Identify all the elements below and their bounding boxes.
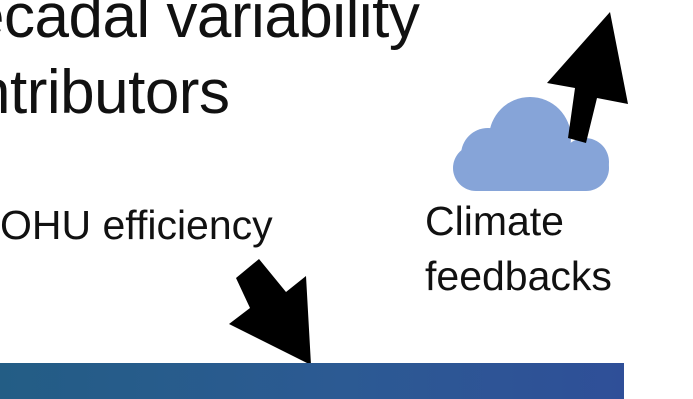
title-line-1: ecadal variability	[0, 0, 420, 51]
cloud-icon	[453, 97, 609, 191]
ohu-efficiency-label: OHU efficiency	[0, 202, 273, 248]
feedbacks-label: feedbacks	[425, 253, 612, 299]
title-line-2: ntributors	[0, 58, 230, 127]
climate-label: Climate	[425, 198, 564, 244]
arrow-down-icon	[229, 259, 311, 365]
arrow-up-icon	[547, 12, 628, 143]
ocean-band	[0, 363, 624, 399]
